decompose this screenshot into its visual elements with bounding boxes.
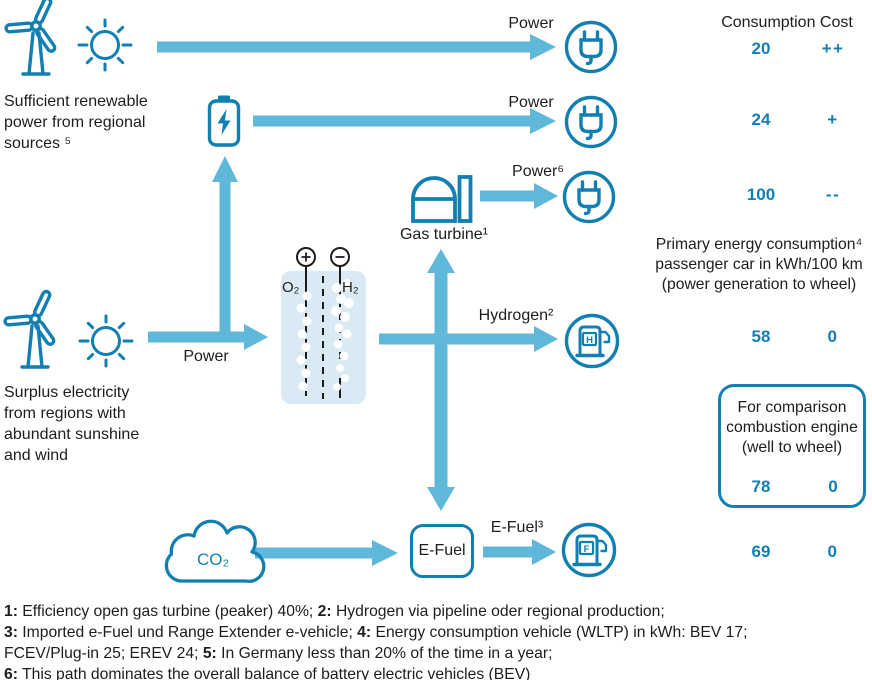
consumption-value: 20 [751,39,771,58]
wind-turbine-icon [1,0,76,76]
power-arrow-gas-turbine [480,183,558,209]
power-plug-icon [564,20,618,74]
gas-turbine-label: Gas turbine¹ [399,226,489,243]
co2-cloud-icon [164,519,266,583]
efuel-arrow [483,539,556,565]
consumption-value: 58 [751,327,771,346]
power-label-row1: Power [508,15,554,32]
efuel-pump-icon: F [561,522,617,578]
power-arrow-row2 [253,108,556,134]
efuel-box-label: E-Fuel [418,542,466,559]
surplus-electricity-label: Surplus electricity from regions with ab… [4,384,140,464]
svg-text:H: H [586,335,593,346]
cost-value: ++ [821,39,845,58]
power-plug-icon [564,95,618,149]
hydrogen-vertical-arrow [427,249,455,511]
cost-value: -- [825,185,841,204]
svg-text:F: F [584,544,590,555]
footnotes: 1: Efficiency open gas turbine (peaker) … [4,601,844,680]
battery-icon [207,95,241,147]
electrolysis-cell [281,247,366,404]
power-arrow-row1 [157,34,556,60]
consumption-value: 100 [746,185,776,204]
o2-label: O₂ [282,279,300,296]
consumption-value: 69 [751,542,771,561]
cost-value: + [827,110,839,129]
power-label-row2: Power [508,94,554,111]
hydrogen-pump-icon: H [564,313,620,369]
efuel-box: E-Fuel [410,524,474,578]
consumption-cost-header: Consumption Cost [721,14,853,31]
co2-label: CO₂ [196,550,230,569]
flow-arrows [148,34,558,566]
h2-label: H₂ [342,279,359,296]
power-arrow-to-battery [212,156,238,342]
comparison-label: For comparison combustion engine (well t… [726,399,858,456]
footnote-line: 6: This path dominates the overall balan… [4,666,531,680]
hydrogen-label: Hydrogen² [478,307,554,324]
regional-sources-label: Sufficient renewable power from regional… [4,93,148,152]
sun-icon [78,314,134,368]
consumption-value: 24 [751,110,771,129]
power-arrow-to-electrolysis [148,324,268,350]
footnote-line: FCEV/Plug-in 25; EREV 24; 5: In Germany … [4,645,553,662]
gas-bubbles [296,279,354,391]
comparison-consumption-value: 78 [751,477,771,496]
efuel-arrow-label: E-Fuel³ [490,519,544,536]
footnote-line: 3: Imported e-Fuel und Range Extender e-… [4,624,748,641]
primary-energy-note: Primary energy consumption⁴ passenger ca… [655,236,863,293]
hydrogen-arrow [379,326,558,352]
comparison-box: For comparison combustion engine (well t… [718,384,866,508]
power-label-row3: Power⁶ [512,163,564,180]
comparison-cost-value: 0 [828,477,838,496]
footnote-line: 1: Efficiency open gas turbine (peaker) … [4,603,665,620]
sun-icon [77,18,133,72]
wind-turbine-icon [0,278,75,369]
cost-value: 0 [827,327,839,346]
mid-power-label: Power [183,348,229,365]
cost-value: 0 [827,542,839,561]
gas-turbine-icon [411,175,473,223]
co2-arrow [255,540,398,566]
